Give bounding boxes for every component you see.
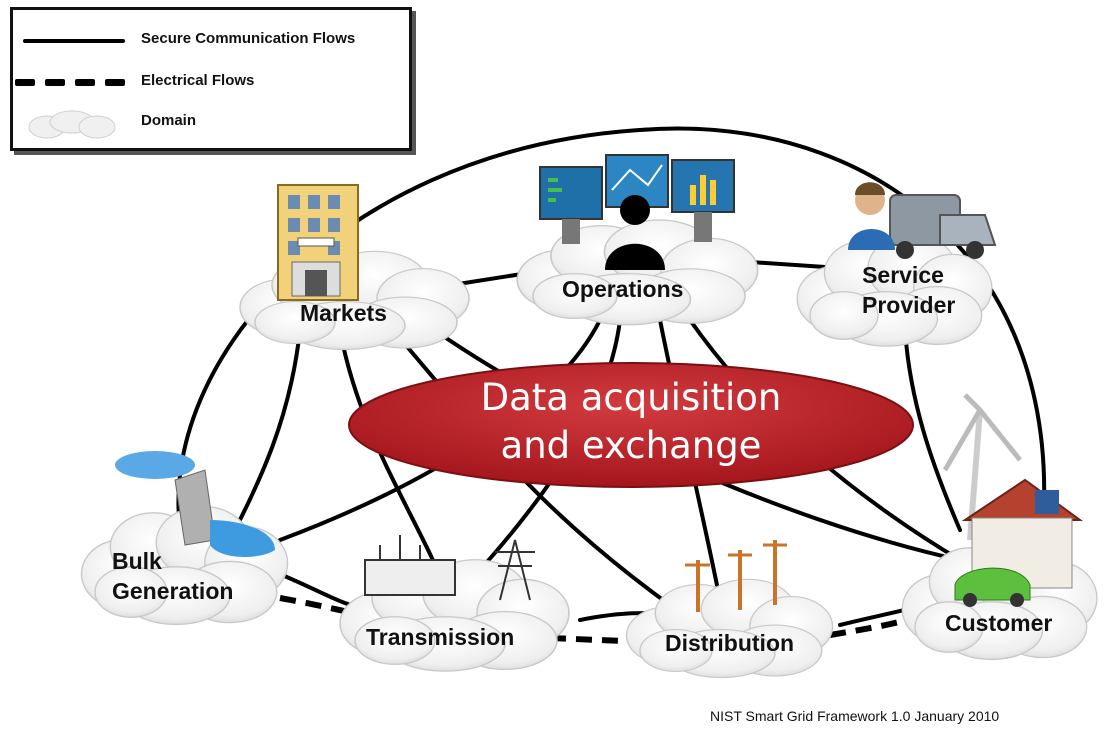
market-building-icon xyxy=(277,184,359,301)
dashed-line-icon xyxy=(15,79,125,86)
source-caption: NIST Smart Grid Framework 1.0 January 20… xyxy=(710,708,1000,724)
legend-row-secure: Secure Communication Flows xyxy=(13,26,409,56)
data-exchange-ellipse xyxy=(348,362,914,488)
domain-label-service-line2: Provider xyxy=(862,292,956,318)
domain-label-markets: Markets xyxy=(300,300,387,326)
domain-label-bulk-line1: Bulk xyxy=(112,548,162,574)
domain-label-operations: Operations xyxy=(562,276,684,302)
legend-row-electrical: Electrical Flows xyxy=(13,68,409,98)
outer-ring xyxy=(176,126,1047,611)
utility-poles-icon xyxy=(685,540,787,612)
center-label-line2: and exchange xyxy=(500,424,762,467)
operations-monitors-icon xyxy=(539,154,735,270)
legend-electrical-label: Electrical Flows xyxy=(141,72,255,89)
domain-label-bulk-line2: Generation xyxy=(112,578,234,604)
cloud-icon xyxy=(28,110,116,139)
center-label-line1: Data acquisition xyxy=(480,376,782,419)
legend: Secure Communication Flows Electrical Fl… xyxy=(10,7,412,151)
service-provider-icon xyxy=(848,182,997,259)
hydro-dam-icon xyxy=(115,451,275,557)
domain-label-customer: Customer xyxy=(945,610,1053,636)
domain-label-service-line1: Service xyxy=(862,262,944,288)
solid-line-icon xyxy=(23,39,125,43)
customer-home-icon xyxy=(942,393,1084,607)
transmission-tower-icon xyxy=(364,535,535,601)
legend-secure-label: Secure Communication Flows xyxy=(141,30,356,47)
domain-label-distribution: Distribution xyxy=(665,630,795,656)
legend-row-domain: Domain xyxy=(13,108,409,139)
legend-domain-label: Domain xyxy=(141,112,197,129)
domain-label-transmission: Transmission xyxy=(366,624,515,650)
center-label: Data acquisition and exchange xyxy=(350,374,912,470)
